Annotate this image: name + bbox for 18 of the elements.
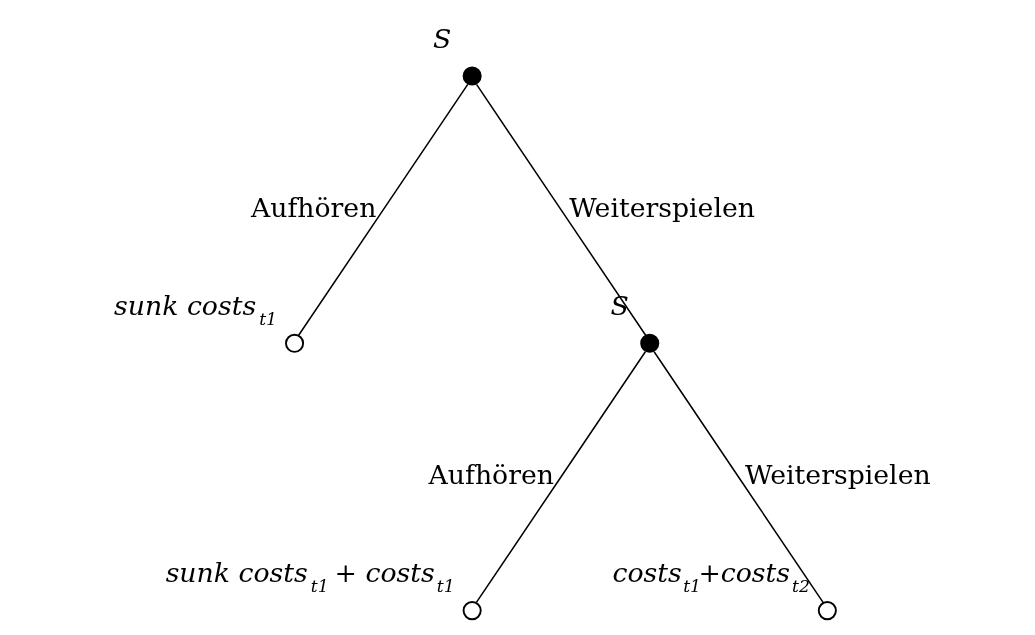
node-circle bbox=[285, 333, 305, 353]
node-circle bbox=[462, 66, 482, 86]
connector bbox=[653, 350, 825, 604]
node-circle bbox=[817, 601, 837, 621]
node-label: sunk costs$_{t1}$ bbox=[114, 290, 278, 330]
node-circle bbox=[640, 333, 660, 353]
node-label: S bbox=[433, 22, 452, 54]
connector bbox=[475, 350, 647, 604]
connector bbox=[475, 83, 647, 337]
edge-label: Aufhören bbox=[250, 191, 377, 223]
connector bbox=[297, 83, 469, 337]
edge-label: Weiterspielen bbox=[569, 191, 755, 223]
node-circle bbox=[462, 601, 482, 621]
node-label: S bbox=[610, 290, 629, 322]
edge-label: Aufhören bbox=[428, 459, 554, 491]
node-label: sunk costs$_{t1}$ + costs$_{t1}$ bbox=[165, 557, 455, 597]
edge-label: Weiterspielen bbox=[744, 459, 931, 491]
node-label: costs$_{t1}$+costs$_{t2}$ bbox=[612, 557, 810, 597]
